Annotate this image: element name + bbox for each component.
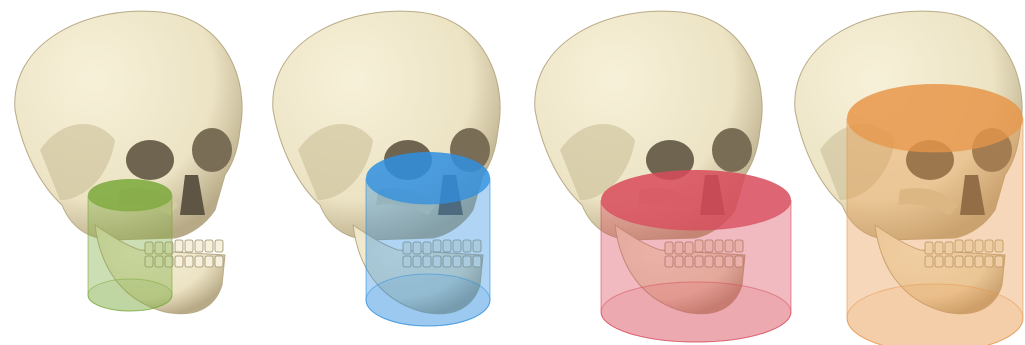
fov-cylinder-bottom bbox=[366, 274, 490, 326]
fov-cylinder-top bbox=[88, 179, 172, 211]
lower-tooth bbox=[215, 256, 223, 267]
upper-tooth bbox=[195, 240, 203, 252]
upper-tooth bbox=[215, 240, 223, 252]
fov-cylinder-top bbox=[847, 84, 1023, 152]
upper-tooth bbox=[175, 240, 183, 252]
upper-tooth bbox=[185, 240, 193, 252]
upper-tooth bbox=[205, 240, 213, 252]
left-orbit bbox=[126, 140, 174, 180]
right-orbit bbox=[712, 128, 752, 172]
lower-tooth bbox=[205, 256, 213, 267]
fov-panel-3 bbox=[535, 11, 791, 342]
fov-panel-1 bbox=[15, 11, 242, 314]
lower-tooth bbox=[175, 256, 183, 267]
lower-tooth bbox=[195, 256, 203, 267]
fov-panel-4 bbox=[795, 11, 1023, 345]
fov-cylinder-top bbox=[366, 152, 490, 204]
lower-tooth bbox=[185, 256, 193, 267]
fov-cylinder-bottom bbox=[88, 279, 172, 311]
fov-cylinder-bottom bbox=[601, 282, 791, 342]
right-orbit bbox=[192, 128, 232, 172]
fov-cylinder-top bbox=[601, 170, 791, 230]
fov-panel-2 bbox=[273, 11, 500, 326]
